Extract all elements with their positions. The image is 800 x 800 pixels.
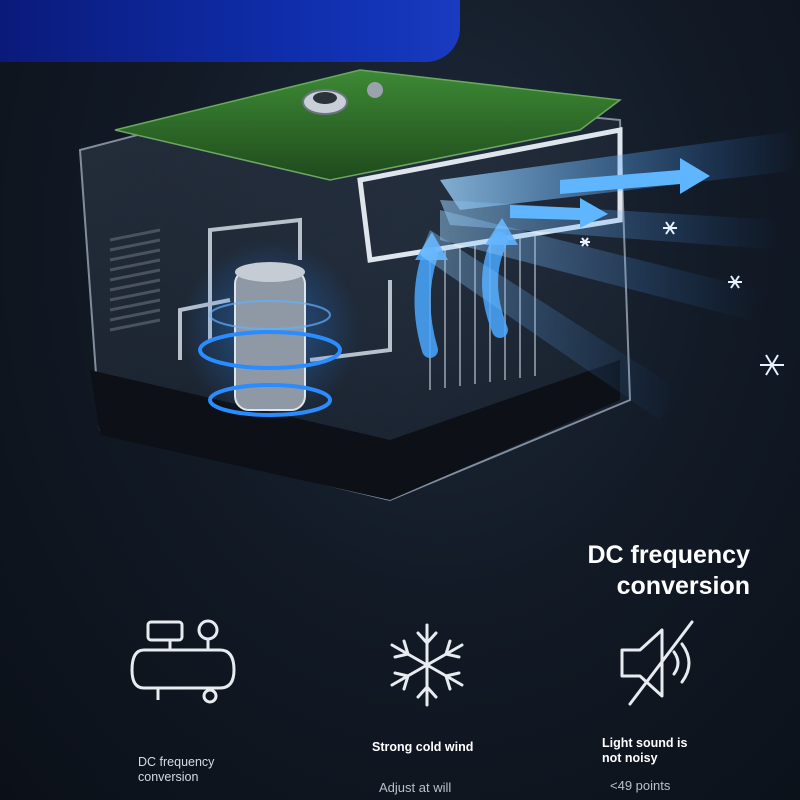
- mute-speaker-icon: [620, 620, 694, 706]
- feature-sub: <49 points: [610, 778, 671, 793]
- feature-dc-frequency: DC frequency conversion: [120, 610, 320, 800]
- feature-label: Strong cold wind: [372, 740, 474, 754]
- feature-label: DC frequency conversion: [138, 755, 215, 784]
- compressor-icon: [130, 619, 236, 704]
- feature-quiet: Light sound is not noisy <49 points: [590, 610, 790, 800]
- feature-cold-wind: Strong cold wind Adjust at will: [350, 610, 550, 800]
- feature-sub: Adjust at will: [379, 780, 452, 795]
- headline-line2: conversion: [616, 572, 750, 600]
- headline: DC frequency conversion: [587, 540, 750, 602]
- headline-line1: DC frequency: [587, 541, 750, 569]
- air-conditioner-illustration: [78, 69, 800, 502]
- top-banner: [0, 0, 460, 62]
- snowflake-icon: [390, 623, 464, 707]
- snowflake-decoration: [580, 221, 784, 376]
- feature-label: Light sound is not noisy: [602, 736, 688, 765]
